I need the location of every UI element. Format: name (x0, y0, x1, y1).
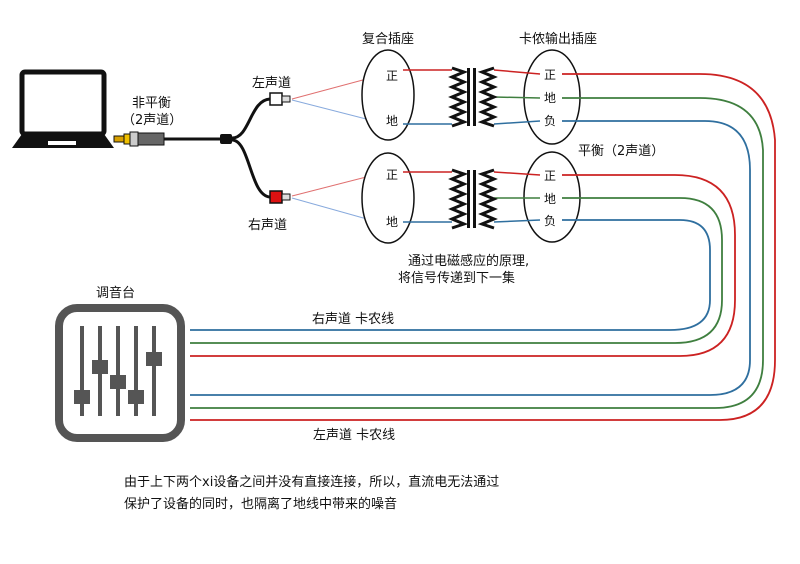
left-gnd-arrow (291, 99, 375, 122)
bottom-note-line-2: 保护了设备的同时，也隔离了地线中带来的噪音 (124, 497, 398, 512)
splitter-joint (220, 134, 232, 144)
mixer-icon (55, 304, 185, 442)
socket-bottom-out-ground: 地 (544, 192, 557, 206)
socket-top-in-positive: 正 (386, 69, 399, 83)
transformer-icon (448, 66, 498, 128)
right-cable-label: 右声道 卡农线 (312, 312, 395, 327)
left-channel-label: 左声道 (252, 76, 292, 91)
bottom-out-cold-wire (493, 219, 541, 223)
right-xlr-cold-line (190, 219, 711, 331)
unbalanced-plug (113, 131, 165, 147)
socket-top-out-positive: 正 (544, 68, 557, 82)
laptop-icon (12, 69, 114, 148)
left-branch-cable (231, 97, 271, 140)
transformer-icon (448, 168, 498, 230)
socket-top-out-negative: 负 (544, 114, 557, 128)
socket-bottom-out-positive: 正 (544, 169, 557, 183)
balanced-label: 平衡（2声道） (578, 144, 665, 159)
socket-top-in-ground: 地 (386, 114, 399, 128)
socket-bottom-out-negative: 负 (544, 214, 557, 228)
left-xlr-hot-line (190, 73, 776, 421)
composite-socket-bottom (361, 152, 415, 244)
right-branch-cable (231, 138, 271, 199)
composite-socket-top (361, 49, 415, 141)
right-channel-label: 右声道 (248, 218, 288, 233)
socket-top-out-ground: 地 (544, 91, 557, 105)
right-rca-plug (269, 190, 291, 204)
xlr-socket-label: 卡侬输出插座 (519, 32, 598, 47)
bottom-note-line-1: 由于上下两个xi设备之间并没有直接连接，所以，直流电无法通过 (124, 475, 500, 490)
composite-socket-label: 复合插座 (362, 32, 415, 47)
right-gnd-arrow (291, 197, 375, 222)
bottom-out-hot-wire (493, 171, 541, 176)
socket-bottom-in-positive: 正 (386, 168, 399, 182)
left-cable-label: 左声道 卡农线 (313, 428, 396, 443)
right-hot-arrow (291, 174, 375, 197)
socket-bottom-in-ground: 地 (386, 215, 399, 229)
top-out-cold-wire (493, 120, 541, 125)
em-note-line-1: 通过电磁感应的原理, (408, 254, 530, 269)
unbalanced-sub-label: （2声道） (122, 113, 183, 128)
top-out-hot-wire (493, 69, 541, 75)
unbalanced-label: 非平衡 (132, 96, 172, 111)
left-hot-arrow (291, 76, 375, 100)
em-note-line-2: 将信号传递到下一集 (398, 271, 516, 286)
left-xlr-cold-line (190, 120, 751, 396)
right-xlr-hot-line (190, 174, 736, 357)
mixer-label: 调音台 (96, 286, 136, 301)
left-xlr-gnd-line (190, 97, 764, 409)
left-rca-plug (269, 92, 291, 106)
top-out-gnd-wire (493, 96, 541, 99)
right-xlr-gnd-line (190, 197, 723, 344)
